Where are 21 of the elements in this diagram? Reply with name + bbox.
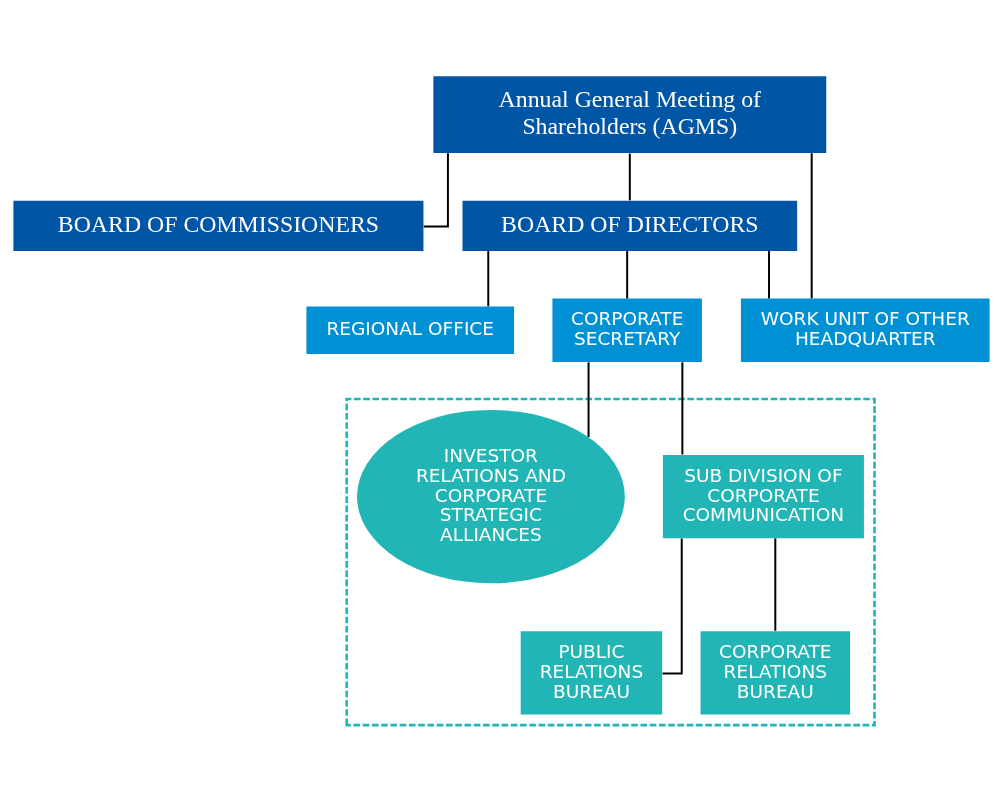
node-box: WORK UNIT OF OTHER HEADQUARTER [740,298,990,362]
connector [626,249,629,299]
node-box: REGIONAL OFFICE [306,305,515,354]
connector [487,249,490,307]
connector [587,360,590,438]
connector [768,249,770,299]
node-box: CORPORATE RELATIONS BUREAU [700,630,851,715]
connector [628,152,631,201]
connector [810,151,813,299]
node-box: Annual General Meeting of Shareholders (AGMS) [433,75,827,153]
node-ellipse: INVESTOR RELATIONS AND CORPORATE STRATEGIC ALLIANCES [357,409,625,583]
node-box: SUB DIVISION OF CORPORATE COMMUNICATION [662,454,864,538]
cluster [345,397,876,726]
node-box: BOARD OF COMMISSIONERS [13,200,424,251]
node-box: BOARD OF DIRECTORS [462,200,798,251]
connector [422,151,449,227]
connector [681,360,684,456]
connector [774,536,777,632]
node-box: CORPORATE SECRETARY [552,298,702,362]
node-box: PUBLIC RELATIONS BUREAU [520,630,663,715]
connector [661,537,683,675]
